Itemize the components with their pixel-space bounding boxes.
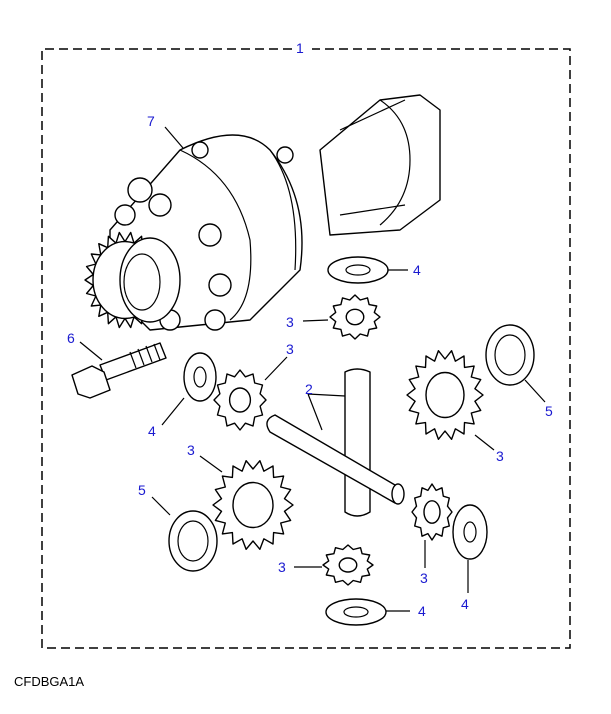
leader-4b [161,397,185,426]
leader-3d [199,455,223,473]
leader-3c [474,434,495,451]
callout-4c[interactable]: 4 [461,596,469,612]
callout-3d[interactable]: 3 [187,442,195,458]
callout-6[interactable]: 6 [67,330,75,346]
callout-1[interactable]: 1 [296,40,304,56]
callout-3c[interactable]: 3 [496,448,504,464]
leader-6 [79,341,103,361]
callout-2[interactable]: 2 [305,381,313,397]
callout-3e[interactable]: 3 [278,559,286,575]
side-gear-right[interactable] [406,350,484,440]
callout-3a[interactable]: 3 [286,314,294,330]
leader-7 [164,126,184,149]
callout-4b[interactable]: 4 [148,423,156,439]
leader-5b [151,496,171,516]
bolt[interactable] [71,342,167,399]
callout-4a[interactable]: 4 [413,262,421,278]
tab-washer-top[interactable] [327,256,389,284]
kit-dashed-border [41,48,571,649]
leader-3b [264,356,288,381]
pinion-gear-bottom[interactable] [322,544,374,586]
diagram-code: CFDBGA1A [14,674,85,689]
callout-4d[interactable]: 4 [418,603,426,619]
leader-3a [302,319,329,322]
callout-3b[interactable]: 3 [286,341,294,357]
differential-housing[interactable] [84,94,441,331]
callout-5b[interactable]: 5 [138,482,146,498]
pinion-gear-top[interactable] [329,294,381,340]
leader-5a [524,379,546,403]
pinion-gear-left[interactable] [213,369,267,431]
thrust-washer-right[interactable] [485,324,535,386]
tab-washer-left[interactable] [183,352,217,402]
thrust-washer-left[interactable] [168,510,218,572]
leader-2 [307,393,346,431]
pinion-gear-right[interactable] [411,483,453,541]
callout-3f[interactable]: 3 [420,570,428,586]
tab-washer-bottom[interactable] [325,598,387,626]
callout-5a[interactable]: 5 [545,403,553,419]
cross-shaft[interactable] [266,368,405,517]
callout-7[interactable]: 7 [147,113,155,129]
tab-washer-right[interactable] [452,504,488,560]
side-gear-left[interactable] [212,460,294,550]
